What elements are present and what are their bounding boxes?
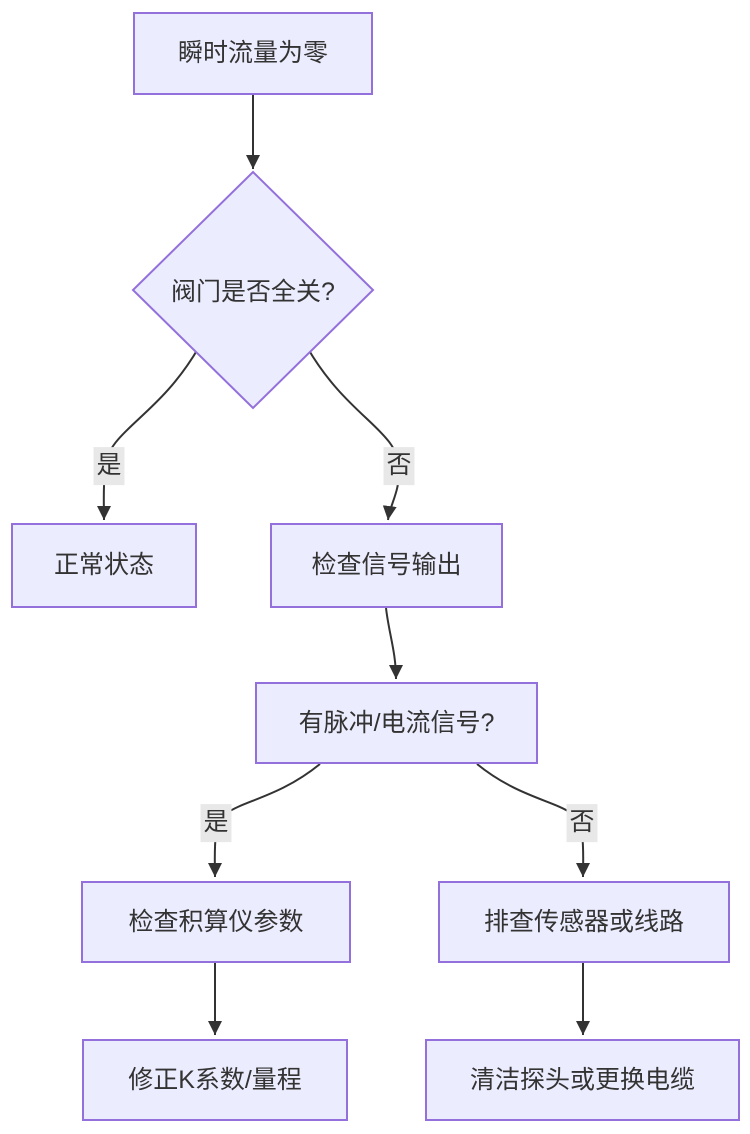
decision-diamond-shape	[131, 170, 375, 410]
edge-label-signal-yes: 是	[200, 804, 232, 842]
node-signal-question-label: 有脉冲/电流信号?	[298, 708, 495, 737]
node-clean-probe-label: 清洁探头或更换电缆	[469, 1065, 695, 1094]
node-check-sensor: 排查传感器或线路	[438, 881, 730, 963]
node-signal-question: 有脉冲/电流信号?	[255, 682, 538, 764]
node-check-totalizer-label: 检查积算仪参数	[128, 907, 304, 936]
node-fix-k-label: 修正K系数/量程	[128, 1065, 302, 1094]
edge-check-signal-to-signal-question	[385, 607, 403, 680]
edge-label-valve-no: 否	[383, 447, 415, 485]
node-start-label: 瞬时流量为零	[177, 39, 328, 68]
node-clean-probe: 清洁探头或更换电缆	[425, 1039, 740, 1121]
edge-label-valve-yes: 是	[93, 447, 125, 485]
node-fix-k: 修正K系数/量程	[82, 1039, 348, 1121]
edge-label-signal-no: 否	[566, 804, 598, 842]
node-check-signal-label: 检查信号输出	[311, 551, 462, 580]
node-normal-label: 正常状态	[53, 551, 154, 580]
node-check-totalizer: 检查积算仪参数	[81, 881, 351, 963]
node-valve-question-label: 阀门是否全关?	[171, 278, 335, 306]
node-valve-question: 阀门是否全关?	[133, 172, 373, 408]
node-check-signal: 检查信号输出	[270, 523, 503, 608]
node-check-sensor-label: 排查传感器或线路	[483, 907, 684, 936]
node-normal: 正常状态	[11, 523, 197, 608]
node-start: 瞬时流量为零	[133, 12, 373, 95]
